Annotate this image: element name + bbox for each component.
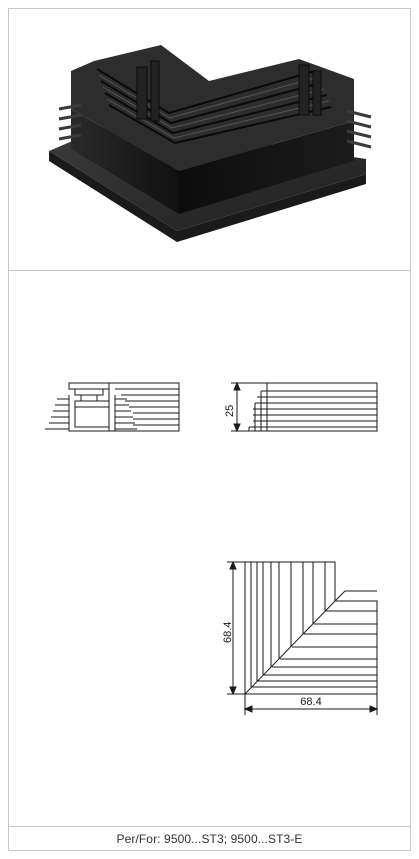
body-highlights — [98, 74, 330, 139]
width-dimension-line — [243, 694, 379, 715]
l-connector-render — [49, 45, 372, 242]
height-dimension-label: 25 — [224, 405, 236, 417]
side-fins-right — [346, 109, 372, 149]
profile-side-view — [247, 382, 378, 432]
side-fins-left — [58, 103, 82, 141]
base-plate-edge — [49, 151, 366, 242]
contact-posts — [136, 60, 322, 122]
plan-view — [244, 561, 378, 695]
section-divider-top — [8, 270, 411, 271]
side-dimension-label: 68.4 — [222, 622, 234, 643]
compatibility-caption: Per/For: 9500...ST3; 9500...ST3-E — [116, 832, 303, 846]
section-divider-bottom — [8, 826, 411, 827]
body-right-face — [179, 121, 354, 214]
width-dimension-label: 68.4 — [300, 696, 321, 708]
body-channels — [96, 68, 332, 145]
side-dimension-line — [227, 560, 245, 696]
profile-end-view — [45, 382, 180, 432]
technical-drawings: 25 — [45, 381, 379, 715]
height-dimension-line — [231, 381, 267, 433]
product-render-panel — [9, 9, 410, 270]
technical-drawing-panel: 25 — [9, 271, 410, 826]
body-left-face — [71, 109, 179, 214]
